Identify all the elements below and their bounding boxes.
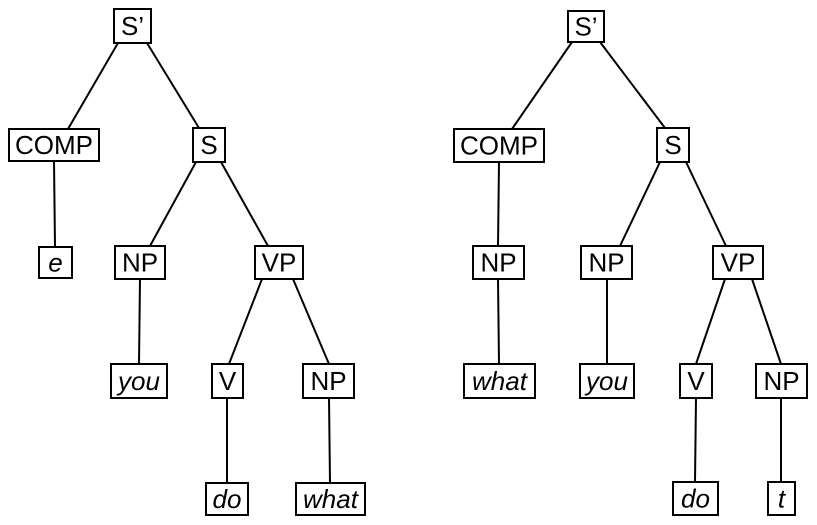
right-tree-node-what-label: what — [472, 366, 529, 396]
right-tree-node-s-bar-label: S’ — [574, 12, 597, 42]
left-tree-edge-s-bar-comp — [67, 42, 119, 130]
right-tree-node-v: V — [679, 363, 713, 399]
right-tree-node-np-comp-label: NP — [480, 248, 516, 278]
right-tree-node-np-comp-box — [472, 245, 525, 280]
left-tree-node-you: you — [110, 363, 168, 399]
left-tree-edge-comp-e — [53, 160, 56, 248]
right-tree: S’ COMP S NP NP VP what you V NP do t — [453, 10, 808, 516]
left-tree-node-comp-label: COMP — [15, 130, 93, 160]
right-tree-node-what: what — [463, 363, 536, 399]
right-tree-edge-s-np-subject — [619, 161, 661, 247]
left-tree-node-s-box — [192, 127, 226, 163]
left-tree-node-comp-box — [8, 128, 100, 162]
right-tree-edge-comp-np-comp — [497, 161, 500, 247]
left-tree-node-e-box — [38, 246, 73, 279]
right-tree-node-vp: VP — [712, 245, 764, 280]
right-tree-node-do-label: do — [681, 484, 710, 514]
right-tree-node-t-box — [767, 481, 796, 516]
right-tree-node-s-bar: S’ — [567, 10, 605, 43]
right-tree-node-np-comp: NP — [472, 245, 525, 280]
right-tree-node-do: do — [672, 481, 719, 516]
left-tree-node-np-object: NP — [302, 363, 355, 399]
left-tree-edge-s-np-subject — [149, 161, 197, 247]
right-tree-node-you-label: you — [584, 366, 628, 396]
left-tree-node-do-box — [205, 482, 249, 516]
left-tree-node-v-label: V — [219, 366, 237, 396]
left-tree-node-what: what — [295, 482, 366, 516]
left-tree-node-s-bar-label: S’ — [121, 11, 144, 41]
right-tree-node-t: t — [767, 481, 796, 516]
right-tree-edge-s-bar-comp — [511, 41, 573, 130]
right-tree-node-comp-box — [453, 128, 545, 163]
right-tree-node-s-box — [656, 127, 690, 163]
right-tree-node-you-box — [579, 363, 635, 399]
left-tree-node-np-object-box — [302, 363, 355, 399]
right-tree-edge-np-comp-what — [497, 278, 500, 365]
left-tree-node-s-label: S — [200, 130, 217, 160]
right-tree-node-np-subject-label: NP — [588, 248, 624, 278]
left-tree-node-what-label: what — [303, 484, 360, 514]
right-tree-node-do-box — [672, 481, 719, 516]
left-tree-edge-vp-v — [228, 278, 263, 365]
left-tree-node-vp-box — [254, 245, 304, 280]
right-tree-node-v-box — [679, 363, 713, 399]
right-tree-node-comp-label: COMP — [460, 131, 538, 161]
left-tree-node-e-label: e — [48, 248, 62, 278]
right-tree-edge-vp-np-object — [751, 278, 782, 365]
left-tree-node-np-subject: NP — [114, 245, 166, 280]
left-tree-node-do: do — [205, 482, 249, 516]
left-tree-node-s-bar: S’ — [113, 8, 152, 44]
right-tree-edge-s-bar-s — [599, 41, 666, 129]
left-tree-node-np-object-label: NP — [310, 366, 346, 396]
right-tree-node-s: S — [656, 127, 690, 163]
left-tree-edge-s-vp — [220, 161, 269, 247]
left-tree-edge-np-subject-you — [138, 278, 141, 365]
left-tree-node-e: e — [38, 246, 73, 279]
right-tree-node-s-label: S — [664, 130, 681, 160]
right-tree-edge-vp-v — [695, 278, 726, 365]
right-tree-node-np-object-label: NP — [763, 366, 799, 396]
left-tree-node-v: V — [211, 363, 244, 399]
right-tree-node-vp-label: VP — [721, 248, 756, 278]
right-tree-node-comp: COMP — [453, 128, 545, 163]
right-tree-node-np-object: NP — [755, 363, 808, 399]
left-tree-node-vp-label: VP — [262, 248, 297, 278]
right-tree-node-you: you — [579, 363, 635, 399]
left-tree-node-s: S — [192, 127, 226, 163]
right-tree-node-t-label: t — [778, 484, 787, 514]
right-tree-node-np-subject-box — [580, 245, 633, 280]
left-tree-node-do-label: do — [213, 484, 242, 514]
right-tree-node-vp-box — [712, 245, 764, 280]
right-tree-edge-s-vp — [685, 161, 727, 247]
left-tree-node-s-bar-box — [113, 8, 152, 44]
left-tree-node-you-box — [110, 363, 168, 399]
right-tree-node-np-object-box — [755, 363, 808, 399]
left-tree-node-you-label: you — [116, 366, 160, 396]
right-tree-node-s-bar-box — [567, 10, 605, 43]
right-tree-node-np-subject: NP — [580, 245, 633, 280]
left-tree-node-vp: VP — [254, 245, 304, 280]
left-tree-node-v-box — [211, 363, 244, 399]
right-tree-edge-v-do — [694, 397, 697, 483]
right-tree-node-v-label: V — [687, 366, 705, 396]
left-tree-edge-s-bar-s — [146, 42, 200, 129]
left-tree-node-np-subject-label: NP — [122, 248, 158, 278]
left-tree-edge-vp-np-object — [292, 278, 330, 365]
left-tree-node-what-box — [295, 482, 366, 516]
right-tree-node-what-box — [463, 363, 536, 399]
left-tree-node-comp: COMP — [8, 128, 100, 162]
left-tree-node-np-subject-box — [114, 245, 166, 280]
left-tree-edge-np-object-what — [328, 397, 331, 484]
